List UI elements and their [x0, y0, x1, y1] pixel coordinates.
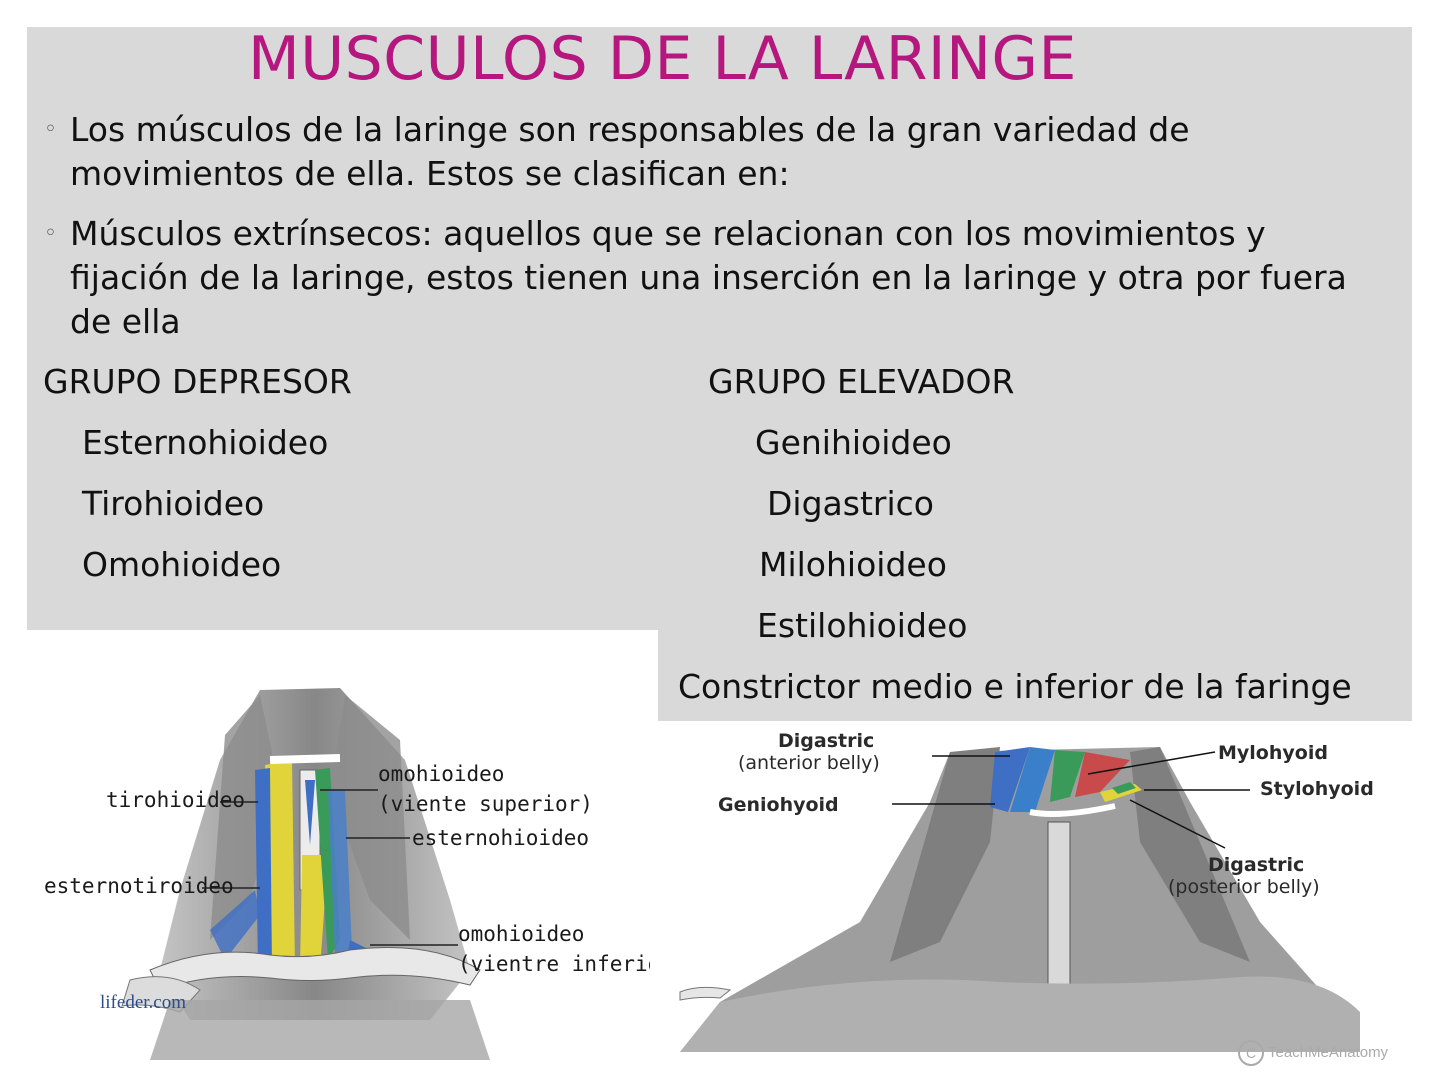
label-digastric-anterior: Digastric	[778, 730, 875, 752]
label-esternohioideo: esternohioideo	[412, 826, 590, 850]
neck-suprahyoid-illustration	[679, 747, 1360, 1052]
label-omohioideo-inferior-sub: (vientre inferior)	[458, 952, 650, 976]
depresor-item: Esternohioideo	[82, 423, 329, 462]
label-omohioideo-inferior: omohioideo	[458, 922, 585, 946]
bullet-marker-icon: ◦	[44, 117, 57, 142]
label-tirohioideo: tirohioideo	[106, 788, 246, 812]
label-esternotiroideo: esternotiroideo	[44, 874, 234, 898]
label-omohioideo-superior-sub: (viente superior)	[378, 792, 593, 816]
elevador-item: Digastrico	[767, 484, 934, 523]
elevador-item: Milohioideo	[759, 545, 947, 584]
label-stylohyoid: Stylohyoid	[1260, 778, 1374, 800]
figure-credit-lifeder: lifeder.com	[100, 992, 186, 1013]
bullet-item: ◦ Músculos extrínsecos: aquellos que se …	[44, 212, 1374, 344]
depresor-item: Omohioideo	[82, 545, 282, 584]
credit-text: TeachMeAnatomy	[1268, 1043, 1389, 1061]
label-mylohyoid: Mylohyoid	[1218, 742, 1328, 764]
bullet-marker-icon: ◦	[44, 221, 57, 246]
elevador-item: Genihioideo	[755, 423, 952, 462]
text-panel-extension	[658, 630, 1412, 721]
slide-title: MUSCULOS DE LA LARINGE	[248, 24, 1077, 94]
elevador-item: Estilohioideo	[757, 606, 968, 645]
label-digastric-anterior-sub: (anterior belly)	[738, 752, 880, 774]
neck-anterior-illustration	[121, 688, 490, 1060]
depresor-heading: GRUPO DEPRESOR	[43, 362, 352, 401]
depresor-item: Tirohioideo	[82, 484, 265, 523]
text-panel-background	[27, 27, 1412, 630]
bullet-text: Músculos extrínsecos: aquellos que se re…	[70, 214, 1347, 341]
label-digastric-posterior: Digastric	[1208, 854, 1305, 876]
bullet-text: Los músculos de la laringe son responsab…	[70, 110, 1190, 193]
label-omohioideo-superior: omohioideo	[378, 762, 505, 786]
label-digastric-posterior-sub: (posterior belly)	[1168, 876, 1320, 898]
infrahyoid-muscles-figure: tirohioideo omohioideo (viente superior)…	[10, 640, 650, 1070]
elevador-heading: GRUPO ELEVADOR	[708, 362, 1015, 401]
suprahyoid-muscles-figure: Digastric (anterior belly) Mylohyoid Sty…	[660, 722, 1430, 1072]
bullet-item: ◦ Los músculos de la laringe son respons…	[44, 108, 1344, 196]
label-geniohyoid: Geniohyoid	[718, 794, 839, 816]
copyright-icon: C	[1238, 1040, 1264, 1066]
elevador-item: Constrictor medio e inferior de la farin…	[678, 667, 1352, 706]
